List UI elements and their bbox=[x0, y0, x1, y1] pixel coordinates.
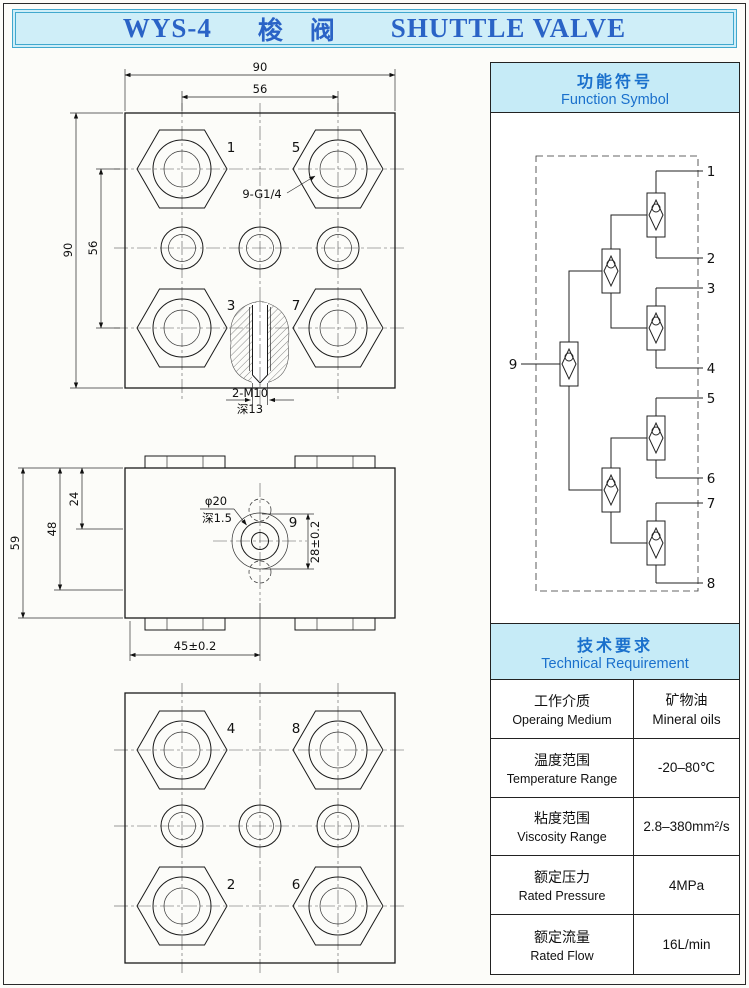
dim-59: 59 bbox=[10, 536, 22, 551]
top-view: 1 5 3 7 90 56 90 56 9-G1/4 bbox=[61, 60, 406, 416]
product-name-cn: 梭 阀 bbox=[257, 16, 345, 45]
hole-note-2-M10: 2-M10 bbox=[232, 386, 268, 400]
bottom-view: 4 8 2 6 bbox=[114, 683, 406, 973]
shuttle-valve-symbol bbox=[646, 520, 666, 566]
spec-label-cn: 温度范围 bbox=[534, 751, 590, 768]
port-label-2: 2 bbox=[227, 877, 236, 893]
dim-48: 48 bbox=[45, 522, 59, 537]
right-panel: 功能符号 Function Symbol bbox=[490, 62, 740, 975]
spec-value: -20–80℃ bbox=[657, 759, 716, 775]
port-label-5: 5 bbox=[292, 140, 301, 156]
shuttle-valve-symbol bbox=[601, 248, 621, 294]
title-banner-inner: WYS-4 梭 阀 SHUTTLE VALVE bbox=[15, 12, 734, 45]
spec-label-rated-flow: 额定流量 Rated Flow bbox=[491, 915, 634, 974]
port-label-4: 4 bbox=[227, 721, 236, 737]
spec-label-en: Rated Flow bbox=[530, 948, 594, 963]
function-symbol-header: 功能符号 Function Symbol bbox=[491, 63, 739, 113]
function-symbol-title-cn: 功能符号 bbox=[576, 73, 653, 91]
spec-value: 16L/min bbox=[662, 937, 711, 953]
thread-note: 9-G1/4 bbox=[242, 187, 281, 201]
hole-depth-note: 深1.5 bbox=[202, 511, 232, 525]
shuttle-valve-symbol bbox=[646, 305, 666, 351]
spec-value: Mineral oils bbox=[652, 712, 721, 728]
hole-dia-note: φ20 bbox=[205, 494, 227, 508]
spec-value-viscosity-range: 2.8–380mm²/s bbox=[634, 798, 739, 857]
shuttle-valve-symbol bbox=[646, 415, 666, 461]
symbol-port-3: 3 bbox=[707, 281, 716, 297]
dim-56-left: 56 bbox=[86, 241, 100, 256]
spec-table: 工作介质 Operaing Medium 矿物油 Mineral oils 温度… bbox=[491, 680, 739, 974]
symbol-port-8: 8 bbox=[707, 576, 716, 592]
dim-90-top: 90 bbox=[253, 60, 268, 74]
spec-label-viscosity-range: 粘度范围 Viscosity Range bbox=[491, 797, 634, 857]
port-label-6: 6 bbox=[292, 877, 301, 893]
dim-56-top: 56 bbox=[253, 82, 268, 96]
technical-title-en: Technical Requirement bbox=[541, 655, 689, 672]
port-label-9: 9 bbox=[289, 515, 298, 531]
valve-body-bottom bbox=[124, 692, 396, 964]
spec-label-rated-pressure: 额定压力 Rated Pressure bbox=[491, 856, 634, 916]
dim-28: 28±0.2 bbox=[308, 521, 322, 564]
model-code: WYS-4 bbox=[122, 13, 212, 43]
spec-label-cn: 工作介质 bbox=[534, 692, 590, 709]
spec-label-cn: 额定流量 bbox=[534, 928, 590, 945]
spec-label-en: Operaing Medium bbox=[512, 712, 612, 727]
spec-label-temperature-range: 温度范围 Temperature Range bbox=[491, 738, 634, 798]
port-label-8: 8 bbox=[292, 721, 301, 737]
spec-value-rated-pressure: 4MPa bbox=[634, 856, 739, 916]
hole-note-depth13: 深13 bbox=[237, 402, 263, 416]
symbol-boundary bbox=[535, 155, 699, 592]
side-view: φ20 深1.5 9 28±0.2 59 48 24 45±0.2 bbox=[10, 455, 396, 661]
technical-title-cn: 技术要求 bbox=[576, 637, 653, 655]
port-label-3: 3 bbox=[227, 298, 236, 314]
title-banner: WYS-4 梭 阀 SHUTTLE VALVE bbox=[12, 9, 737, 48]
symbol-port-1: 1 bbox=[707, 164, 716, 180]
spec-label-en: Temperature Range bbox=[506, 771, 618, 786]
dim-90-left: 90 bbox=[61, 243, 75, 258]
spec-value-rated-flow: 16L/min bbox=[634, 915, 739, 974]
spec-label-cn: 粘度范围 bbox=[534, 810, 590, 827]
valve-body-top bbox=[124, 112, 396, 389]
port-label-7: 7 bbox=[292, 298, 301, 314]
technical-requirement-header: 技术要求 Technical Requirement bbox=[491, 623, 739, 680]
spec-value-operating-medium: 矿物油 Mineral oils bbox=[634, 680, 739, 739]
port-label-1: 1 bbox=[227, 140, 236, 156]
symbol-port-9: 9 bbox=[509, 357, 518, 373]
symbol-port-6: 6 bbox=[707, 471, 716, 487]
spec-value-temperature-range: -20–80℃ bbox=[634, 739, 739, 798]
spec-label-operating-medium: 工作介质 Operaing Medium bbox=[491, 680, 634, 739]
symbol-port-4: 4 bbox=[707, 361, 716, 377]
symbol-port-5: 5 bbox=[707, 391, 716, 407]
product-name-en: SHUTTLE VALVE bbox=[390, 13, 627, 43]
function-symbol-title-en: Function Symbol bbox=[561, 91, 669, 108]
function-symbol-diagram: 1 2 3 4 5 6 7 8 9 bbox=[491, 113, 739, 623]
spec-value: 4MPa bbox=[668, 877, 705, 893]
engineering-drawings: 1 5 3 7 90 56 90 56 9-G1/4 bbox=[10, 60, 406, 973]
section-hole-detail: 2-M10 深13 bbox=[226, 298, 294, 416]
dim-45: 45±0.2 bbox=[174, 639, 217, 653]
symbol-port-2: 2 bbox=[707, 251, 716, 267]
spec-value: 2.8–380mm²/s bbox=[643, 818, 730, 834]
spec-label-en: Rated Pressure bbox=[518, 889, 606, 904]
spec-value-cn: 矿物油 bbox=[665, 692, 708, 709]
spec-label-cn: 额定压力 bbox=[534, 869, 590, 886]
shuttle-valve-symbol bbox=[646, 192, 666, 238]
spec-label-en: Viscosity Range bbox=[517, 830, 607, 845]
dim-24: 24 bbox=[67, 492, 81, 507]
symbol-port-7: 7 bbox=[707, 496, 716, 512]
shuttle-valve-symbol bbox=[601, 467, 621, 513]
shuttle-valve-symbol bbox=[559, 341, 579, 387]
